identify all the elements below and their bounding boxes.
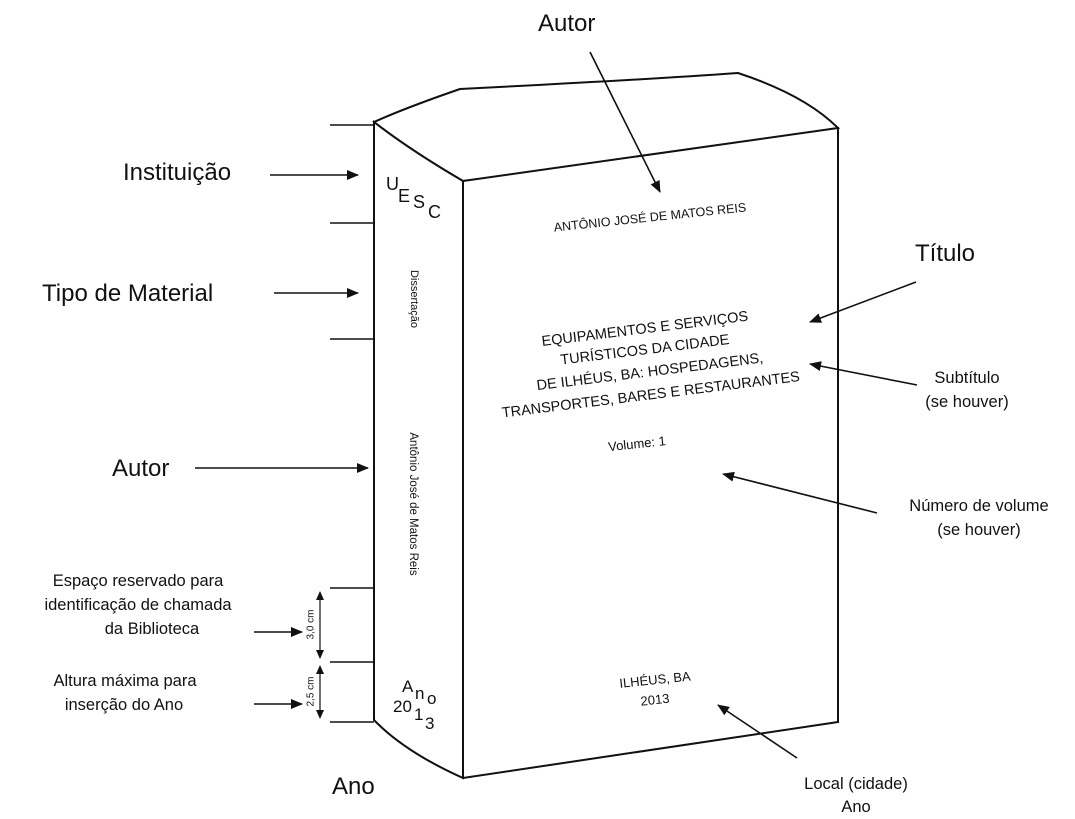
cover-year: 2013 <box>639 690 671 709</box>
label-autor-left: Autor <box>112 455 170 482</box>
label-numero-line2: (se houver) <box>937 521 1021 539</box>
spine-year-3: 3 <box>425 714 435 733</box>
measure-label-25cm: 2,5 cm <box>305 676 317 707</box>
measure-label-3cm: 3,0 cm <box>305 609 317 640</box>
arrow-numero <box>722 471 878 514</box>
spine-author: Antônio José de Matos Reis <box>407 432 419 576</box>
label-altura-line2: inserção do Ano <box>64 696 184 714</box>
label-autor-top: Autor <box>538 10 596 37</box>
label-subtitulo-line2: (se houver) <box>925 393 1009 411</box>
arrow-titulo <box>809 281 917 323</box>
label-espaco-line1: Espaço reservado para <box>52 572 224 590</box>
spine-uesc-c: C <box>428 202 441 222</box>
label-ano-bottom: Ano <box>332 773 375 800</box>
label-titulo: Título <box>915 240 976 267</box>
label-local-line1: Local (cidade) <box>804 775 908 793</box>
spine-year-1: 1 <box>414 705 424 724</box>
spine-uesc-e: E <box>398 186 411 206</box>
label-local-line2: Ano <box>841 798 871 816</box>
arrow-local <box>717 704 798 759</box>
book-front-cover <box>462 126 839 780</box>
spine-year-20: 20 <box>393 697 412 716</box>
label-espaco-line3: da Biblioteca <box>104 620 200 638</box>
spine-uesc-s: S <box>413 192 426 212</box>
spine-ano-n: n <box>415 684 425 703</box>
label-instituicao: Instituição <box>123 159 232 186</box>
label-espaco-line2: identificação de chamada <box>44 596 232 614</box>
label-numero-line1: Número de volume <box>909 497 1049 515</box>
spine-ano-a: A <box>402 677 414 696</box>
arrow-autor-top <box>589 51 661 193</box>
arrow-subtitulo <box>809 361 918 386</box>
label-tipo-material: Tipo de Material <box>42 280 214 307</box>
spine-uesc-u: U <box>386 174 399 194</box>
spine-ano-o: o <box>427 689 437 708</box>
label-altura-line1: Altura máxima para <box>53 672 197 690</box>
spine-material: Dissertação <box>408 269 420 329</box>
label-subtitulo-line1: Subtítulo <box>934 369 1000 387</box>
